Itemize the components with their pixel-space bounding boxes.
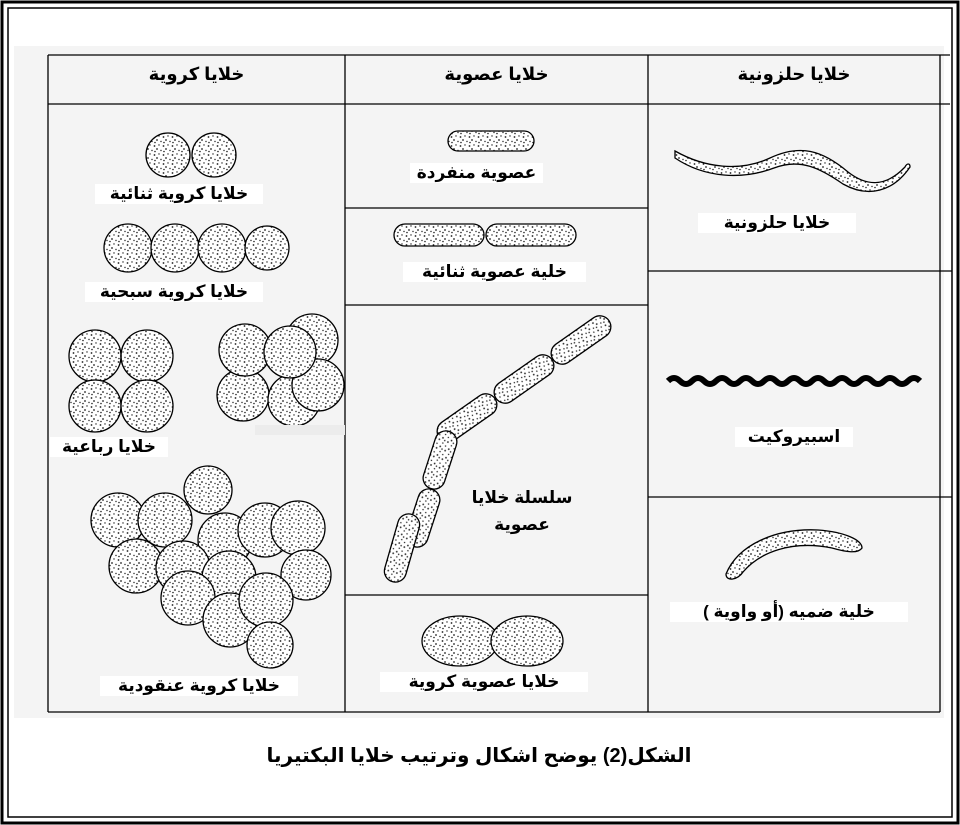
label-tetrad: خلايا رباعية [50, 437, 168, 457]
label-diplococci: خلايا كروية ثنائية [95, 184, 263, 204]
label-spirilla: خلايا حلزونية [698, 213, 856, 233]
label-streptococci: خلايا كروية سبحية [85, 282, 263, 302]
label-coccobacilli: خلايا عصوية كروية [380, 672, 588, 692]
label-streptobacilli-line1: سلسلة خلايا [462, 488, 582, 508]
header-cocci: خلايا كروية [48, 64, 345, 85]
header-spiral: خلايا حلزونية [648, 64, 940, 85]
label-vibrio: خلية ضميه (أو واوية ) [670, 602, 908, 622]
header-rods: خلايا عصوية [345, 64, 648, 85]
label-spirochete: اسبيروكيت [735, 427, 853, 447]
label-diplobacilli: خلية عصوية ثنائية [403, 262, 586, 282]
figure-caption: الشكل(2) يوضح اشكال وترتيب خلايا البكتير… [14, 745, 944, 768]
subfigure-label-strip [255, 425, 345, 435]
label-single-rod: عصوية منفردة [410, 163, 543, 183]
label-streptobacilli-line2: عصوية [462, 515, 582, 535]
sarcina-drawing [217, 314, 344, 426]
single-rod-drawing [448, 131, 534, 151]
label-staphylococci: خلايا كروية عنقودية [100, 676, 298, 696]
